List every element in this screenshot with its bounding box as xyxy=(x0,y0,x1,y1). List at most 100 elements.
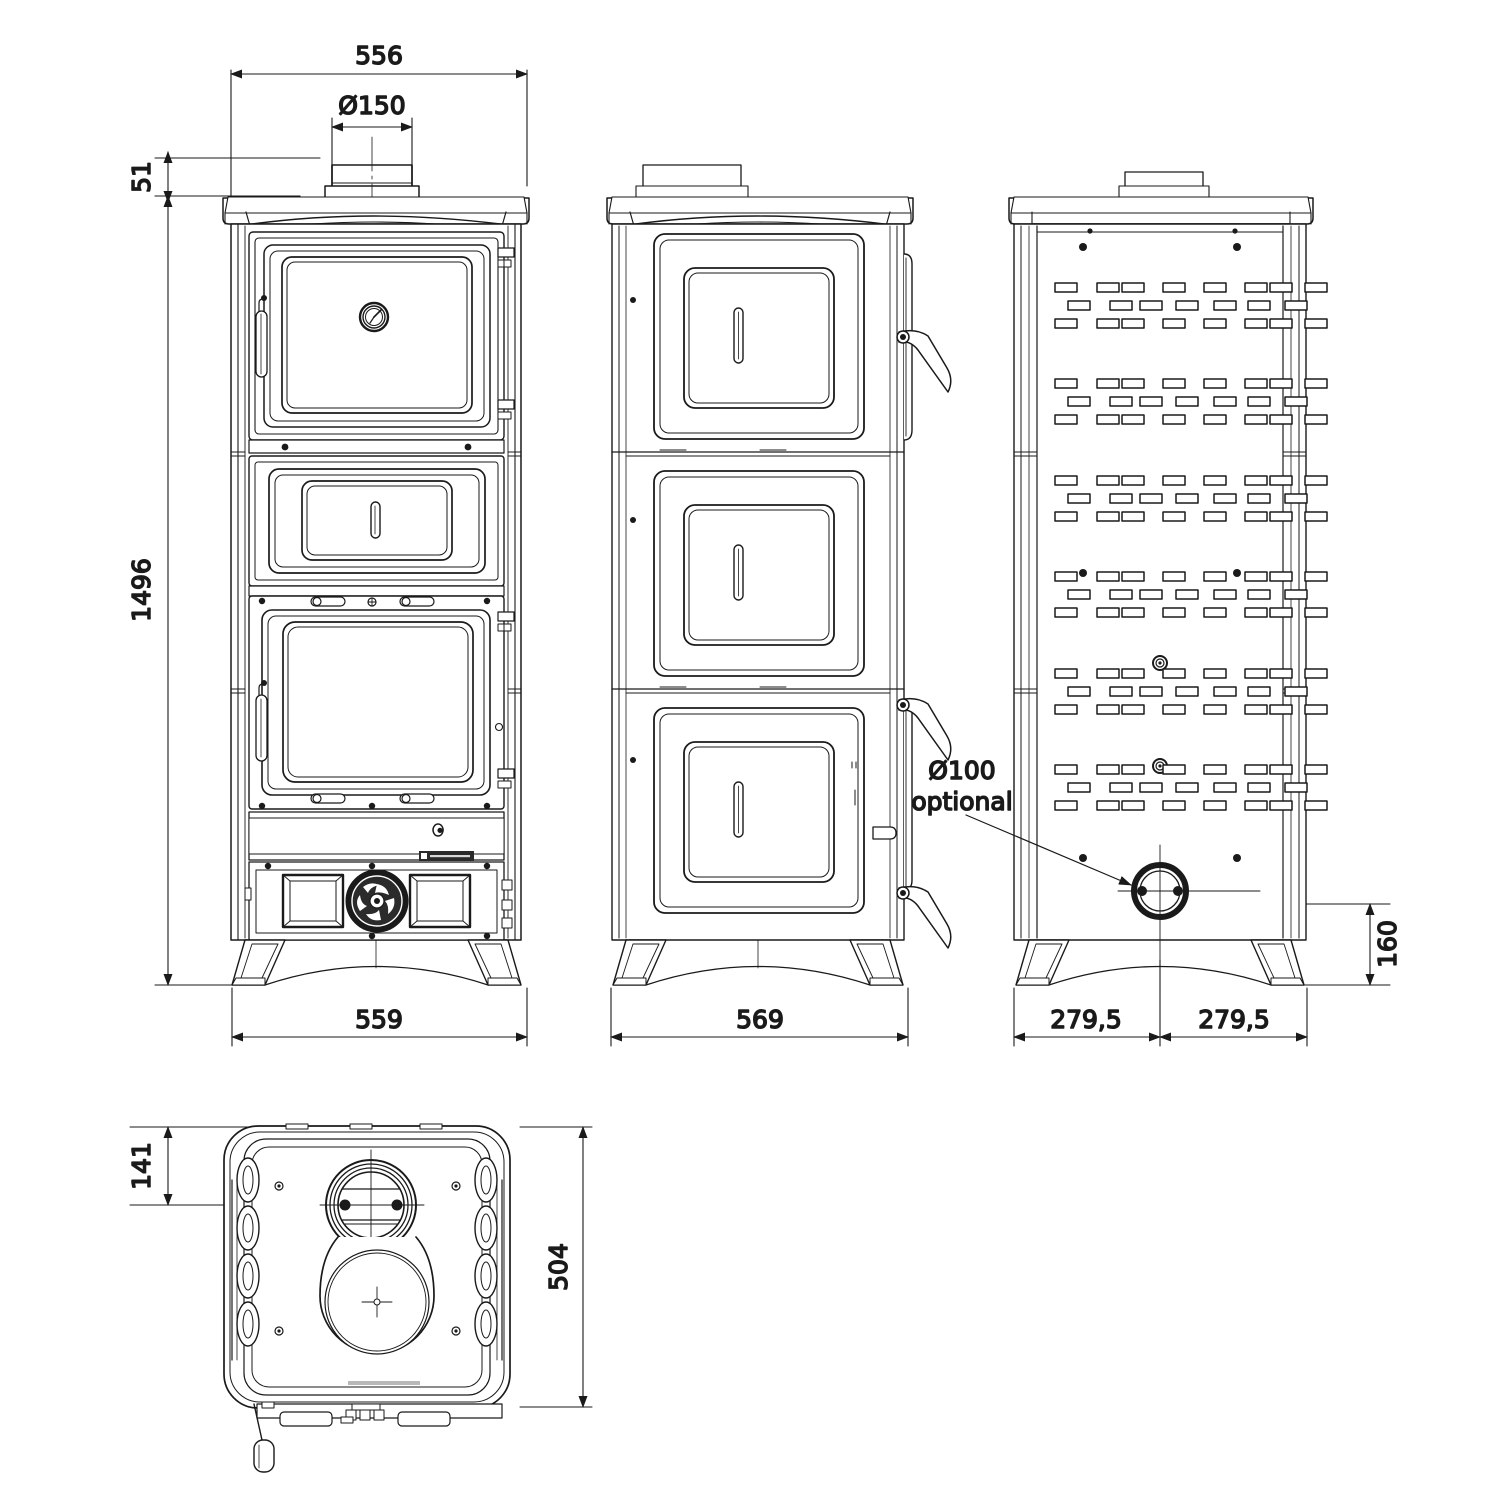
side-panel-handle-upper[interactable] xyxy=(733,307,744,364)
rear-vent-slot xyxy=(1284,782,1308,793)
rear-vent-slot xyxy=(1067,493,1091,504)
rear-vent-slot xyxy=(1213,686,1237,697)
rear-ventilation-grid xyxy=(1054,282,1328,811)
rear-vent-slot xyxy=(1162,475,1186,486)
rear-vent-slot xyxy=(1109,589,1133,600)
rear-vent-slot xyxy=(1067,300,1091,311)
side-panel-handle-lower[interactable] xyxy=(733,781,744,838)
door-lever-handle-lower[interactable] xyxy=(896,885,952,949)
rear-vent-slot xyxy=(1284,493,1308,504)
rear-vent-slot xyxy=(1162,704,1186,715)
rear-vent-slot xyxy=(1054,571,1078,582)
oven-door-front[interactable] xyxy=(248,595,515,810)
door-lever-handle-upper[interactable] xyxy=(896,329,952,393)
rear-vent-slot xyxy=(1203,282,1227,293)
rear-vent-slot xyxy=(1162,607,1186,618)
side-hinge-marks xyxy=(851,761,857,806)
dimension-top-depth xyxy=(519,1126,593,1408)
rear-vent-slot xyxy=(1109,782,1133,793)
rear-vent-slot xyxy=(1247,686,1271,697)
stove-lid xyxy=(222,196,530,231)
rear-vent-slot xyxy=(1284,300,1308,311)
firebox-door-front[interactable] xyxy=(248,231,515,454)
dimension-flue-diameter xyxy=(331,117,413,173)
rear-vent-slot xyxy=(1096,704,1120,715)
rear-vent-slot xyxy=(1244,800,1268,811)
rear-vent-slot xyxy=(1247,493,1271,504)
rear-vent-slot xyxy=(1121,800,1145,811)
rear-vent-slot xyxy=(1247,396,1271,407)
rear-vent-slot xyxy=(1162,764,1186,775)
rear-vent-slot xyxy=(1175,686,1199,697)
rear-vent-slot xyxy=(1203,475,1227,486)
rear-vent-slot xyxy=(1054,414,1078,425)
fan-blower-icon xyxy=(345,869,409,933)
rear-vent-slot xyxy=(1284,589,1308,600)
rear-vent-slot xyxy=(1109,493,1133,504)
rear-vent-slot xyxy=(1067,686,1091,697)
rear-vent-slot xyxy=(1244,414,1268,425)
stove-lid-rear xyxy=(1008,196,1314,225)
dimension-side-depth xyxy=(610,987,909,1047)
stove-legs-front xyxy=(231,939,522,986)
rear-vent-slot xyxy=(1269,800,1293,811)
rear-vent-slot xyxy=(1203,764,1227,775)
rear-vent-slot xyxy=(1244,571,1268,582)
rear-vent-slot xyxy=(1213,300,1237,311)
warming-drawer-handle[interactable] xyxy=(370,501,381,539)
front-elevation-view: 556 Ø150 51 1496 559 xyxy=(126,40,530,1047)
rear-vent-slot xyxy=(1304,511,1328,522)
rear-vent-slot xyxy=(1203,571,1227,582)
ash-pan-lever-plan[interactable] xyxy=(253,1403,275,1473)
oven-latch-bottom[interactable] xyxy=(258,793,491,810)
flue-pipe-side xyxy=(635,164,749,199)
rear-vent-slot xyxy=(1121,571,1145,582)
door-lever-handle-middle[interactable] xyxy=(896,697,952,761)
rear-vent-slot xyxy=(1203,318,1227,329)
rear-vent-slot xyxy=(1304,571,1328,582)
brand-plate xyxy=(419,851,474,861)
lid-vents-right xyxy=(474,1157,498,1347)
side-air-nozzle xyxy=(872,826,897,840)
rear-vent-slot xyxy=(1067,396,1091,407)
warming-drawer-front[interactable] xyxy=(248,455,505,597)
rear-vent-slot xyxy=(1269,475,1293,486)
rear-vent-slot xyxy=(1096,668,1120,679)
ash-control-panel xyxy=(248,811,505,861)
rear-vent-slot xyxy=(1121,282,1145,293)
rear-vent-slot xyxy=(1213,396,1237,407)
rear-vent-slot xyxy=(1096,318,1120,329)
dim-label-1496: 1496 xyxy=(127,558,156,622)
side-panel-handle-middle[interactable] xyxy=(733,544,744,601)
dim-label-flue-dia: Ø150 xyxy=(338,91,405,120)
rear-vent-slot xyxy=(1054,764,1078,775)
firebox-door-handle[interactable] xyxy=(255,295,268,378)
oven-door-hinges xyxy=(494,611,515,789)
rear-vent-slot xyxy=(1054,511,1078,522)
oven-latch-top[interactable] xyxy=(258,596,491,607)
rear-vent-slot xyxy=(1175,396,1199,407)
oven-door-handle[interactable] xyxy=(255,680,268,762)
base-vent-left xyxy=(281,873,345,929)
rear-vent-slot xyxy=(1054,668,1078,679)
rear-vent-slot xyxy=(1054,800,1078,811)
rear-vent-slot xyxy=(1139,782,1163,793)
air-control-knob-icon[interactable] xyxy=(432,823,444,837)
rear-vent-slot xyxy=(1244,764,1268,775)
base-vent-right xyxy=(408,873,472,929)
rear-vent-slot xyxy=(1203,704,1227,715)
rear-vent-slot xyxy=(1054,475,1078,486)
rear-vent-slot xyxy=(1175,493,1199,504)
dim-label-279-5-left: 279,5 xyxy=(1050,1005,1122,1034)
annotation-optional-port-dia: Ø100 xyxy=(928,756,995,785)
rear-vent-slot xyxy=(1213,589,1237,600)
dim-label-559: 559 xyxy=(355,1005,403,1034)
rear-vent-slot xyxy=(1269,764,1293,775)
thermometer-gauge-icon xyxy=(358,301,390,333)
rear-vent-slot xyxy=(1244,475,1268,486)
front-edge-hardware-plan xyxy=(253,1381,503,1473)
rear-vent-slot xyxy=(1244,511,1268,522)
rear-vent-slot xyxy=(1247,782,1271,793)
rear-vent-slot xyxy=(1054,704,1078,715)
